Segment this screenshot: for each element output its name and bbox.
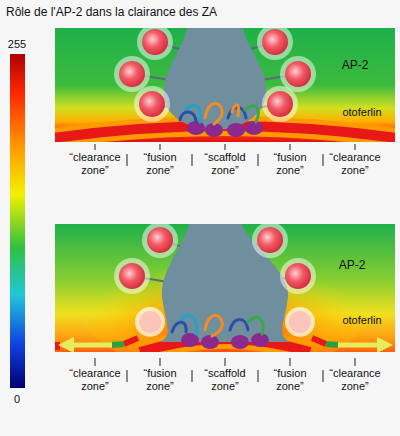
zone-label: “clearance zone” xyxy=(64,367,126,393)
zone-label: “clearance zone” xyxy=(64,151,126,177)
protein-label: AP-2 xyxy=(342,58,369,72)
scale-max: 255 xyxy=(8,38,26,51)
panel-before xyxy=(55,28,395,142)
zone-label: “fusion zone” xyxy=(129,367,191,393)
protein-label: AP-2 xyxy=(339,258,366,272)
protein-label: otoferlin xyxy=(342,314,381,327)
scale-min: 0 xyxy=(14,393,20,406)
zone-label: “fusion zone” xyxy=(259,367,321,393)
zone-label: “clearance zone” xyxy=(324,151,386,177)
protein-label: otoferlin xyxy=(342,106,381,119)
zone-label: “scaffold zone” xyxy=(194,367,256,393)
panel-after xyxy=(55,224,395,352)
zone-label: “clearance zone” xyxy=(324,367,386,393)
figure-title: Rôle de l'AP-2 dans la clairance des ZA xyxy=(6,5,217,19)
zone-label: “scaffold zone” xyxy=(194,151,256,177)
color-scale xyxy=(10,54,25,388)
zone-label: “fusion zone” xyxy=(129,151,191,177)
zone-label: “fusion zone” xyxy=(259,151,321,177)
clearance-arrows xyxy=(58,337,393,352)
